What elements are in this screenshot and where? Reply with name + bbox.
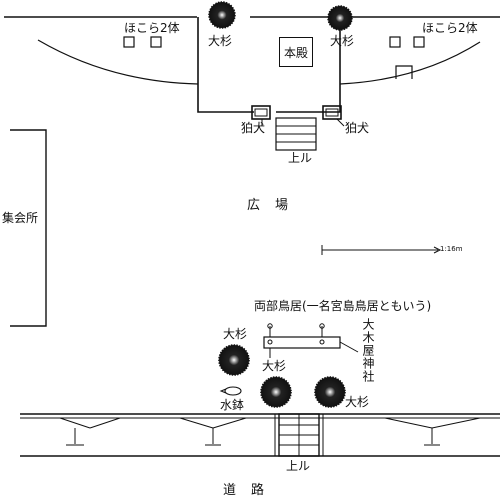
water-basin-arrow-icon	[219, 388, 227, 394]
cedar-top-right-icon	[327, 5, 353, 31]
ditch-marker-3	[384, 417, 481, 446]
cedar-mid-center-label: 大杉	[262, 359, 287, 373]
torii-beam	[263, 336, 341, 349]
cedar-mid-left-label: 大杉	[223, 327, 248, 341]
komainu-right-leader	[336, 118, 345, 127]
cedar-top-right-label: 大杉	[330, 34, 355, 48]
torii-pillar-right	[319, 339, 325, 345]
komainu-right-pedestal	[322, 105, 342, 120]
water-basin-label: 水鉢	[220, 398, 245, 412]
precinct-arc-right	[339, 41, 481, 85]
shrine-name-label: 大木屋神社	[361, 318, 375, 383]
road-label: 道 路	[223, 483, 266, 498]
water-basin-shape	[224, 386, 242, 396]
komainu-left-pedestal	[251, 105, 271, 120]
hokora-right-label: ほこら2体	[422, 21, 478, 35]
ditch-marker-2	[179, 417, 247, 446]
hokora-box	[413, 36, 425, 48]
cedar-mid-left-icon	[218, 344, 250, 376]
steps-up-bottom-label: 上ル	[286, 459, 311, 473]
shrine-enclosure-left	[197, 17, 254, 113]
torii-label: 両部鳥居(一名宮島鳥居ともいう)	[254, 299, 432, 313]
hokora-box	[389, 36, 401, 48]
scale-label: 1:16m	[440, 245, 463, 253]
komainu-right-inner	[325, 108, 339, 117]
precinct-arc-left	[37, 39, 199, 85]
cedar-mid-center-icon	[260, 376, 292, 408]
cedar-top-left-label: 大杉	[208, 34, 233, 48]
honden-building: 本殿	[279, 37, 313, 67]
komainu-left-inner	[254, 108, 268, 117]
meeting-hall-label: 集会所	[2, 211, 39, 225]
meeting-hall-outline	[10, 129, 47, 327]
torii-pillar-left	[267, 339, 273, 345]
cedar-mid-right-label: 大杉	[345, 395, 370, 409]
komainu-right-label: 狛犬	[345, 121, 370, 135]
steps-up-top-label: 上ル	[288, 151, 313, 165]
ditch-marker-1	[59, 417, 121, 446]
shrine-enclosure-right	[276, 17, 341, 113]
enclosure-notch	[395, 65, 413, 79]
hokora-box	[123, 36, 135, 48]
cedar-mid-right-icon	[314, 376, 346, 408]
torii-pillar-right-top	[319, 323, 325, 329]
plaza-label: 広 場	[247, 198, 290, 213]
shrine-name-leader	[339, 341, 359, 353]
honden-label: 本殿	[283, 45, 308, 60]
hokora-box	[150, 36, 162, 48]
torii-pillar-left-top	[267, 323, 273, 329]
cedar-top-left-icon	[208, 1, 236, 29]
scale-arrow-icon	[433, 246, 442, 254]
komainu-left-label: 狛犬	[241, 121, 266, 135]
hokora-left-label: ほこら2体	[124, 21, 180, 35]
